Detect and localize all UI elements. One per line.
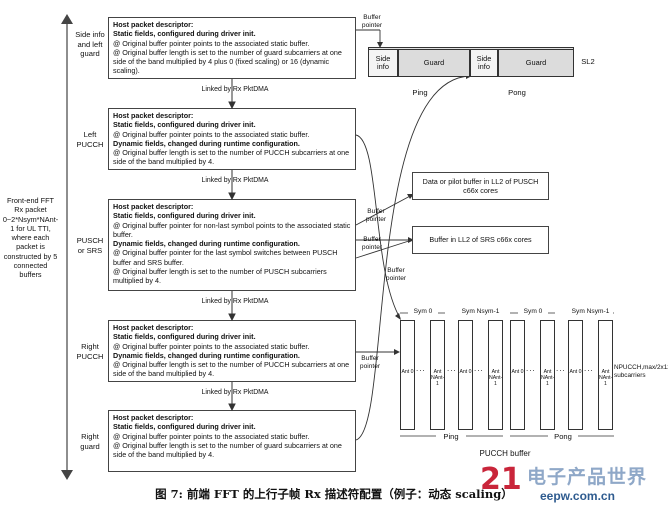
ll2-pusch-buffer-box: Data or pilot buffer in LL2 of PUSCH c66… — [412, 172, 549, 200]
pucch-pong-label: Pong — [548, 432, 578, 442]
buffer-pointer-label-pusch-3: Buffer pointer — [385, 267, 407, 282]
row-label-left-pucch: Left PUCCH — [76, 130, 104, 149]
descriptor-box-right-guard: Host packet descriptor: Static fields, c… — [108, 410, 356, 472]
sl2-cell-guard-pong: Guard — [498, 49, 574, 77]
ll2-srs-buffer-box: Buffer in LL2 of SRS c66x cores — [412, 226, 549, 254]
pucch-col-pong-symN-antN: Ant NAnt-1 — [598, 320, 613, 430]
pucch-ping-label: Ping — [436, 432, 466, 442]
front-end-fft-label: Front-end FFT Rx packet 0~2*Nsym*NAnt-1 … — [2, 196, 59, 280]
pucch-dots-4: ... — [526, 364, 536, 373]
watermark-number: 21 — [480, 462, 522, 497]
sl2-cell-side-info-ping: Side info — [368, 49, 398, 77]
pucch-dots-1: ... — [416, 364, 426, 373]
row-label-right-pucch: Right PUCCH — [76, 342, 104, 361]
pucch-col-ping-symN-antN: Ant NAnt-1 — [488, 320, 503, 430]
link-label-3: Linked by Rx PktDMA — [201, 298, 269, 305]
sl2-cell-side-info-pong: Side info — [470, 49, 498, 77]
pucch-subcarriers-label: NPUCCH,max/2x12 subcarriers — [614, 364, 668, 379]
sl2-ping-label: Ping — [412, 88, 428, 97]
pucch-col-pong-symN-ant0: Ant 0 — [568, 320, 583, 430]
watermark-sub: eepw.com.cn — [540, 489, 615, 503]
pucch-sym0-pong: Sym 0 — [518, 308, 548, 316]
buffer-pointer-label-pusch-2: Buffer pointer — [361, 236, 383, 251]
pucch-dots-6: ... — [584, 364, 594, 373]
row-label-right-guard: Right guard — [80, 432, 100, 451]
buffer-pointer-label-pusch-1: Buffer pointer — [365, 208, 387, 223]
row-label-side-info: Side info and left guard — [75, 30, 105, 58]
link-label-1: Linked by Rx PktDMA — [201, 86, 269, 93]
pucch-symN-ping: Sym Nsym-1 — [458, 308, 503, 316]
fft-packet-span-arrow — [61, 14, 73, 480]
pucch-col-ping-sym0-ant0: Ant 0 — [400, 320, 415, 430]
descriptor-box-pusch-srs: Host packet descriptor: Static fields, c… — [108, 199, 356, 291]
pucch-dots-2: ... — [447, 364, 457, 373]
pucch-col-pong-sym0-ant0: Ant 0 — [510, 320, 525, 430]
link-label-2: Linked by Rx PktDMA — [201, 177, 269, 184]
pucch-dots-5: ... — [556, 364, 566, 373]
pucch-symN-pong: Sym Nsym-1 — [568, 308, 613, 316]
pucch-sym0-ping: Sym 0 — [408, 308, 438, 316]
pucch-col-ping-symN-ant0: Ant 0 — [458, 320, 473, 430]
buffer-pointer-label-top: Buffer pointer — [361, 14, 383, 29]
buffer-pointer-label-right-pucch: Buffer pointer — [359, 355, 381, 370]
pucch-col-pong-sym0-antN: Ant NAnt-1 — [540, 320, 555, 430]
pucch-col-ping-sym0-antN: Ant NAnt-1 — [430, 320, 445, 430]
descriptor-box-left-pucch: Host packet descriptor: Static fields, c… — [108, 108, 356, 170]
watermark-main: 电子产品世界 — [527, 467, 648, 488]
row-label-pusch-srs: PUSCH or SRS — [76, 236, 104, 255]
link-label-4: Linked by Rx PktDMA — [201, 389, 269, 396]
pucch-buffer-caption: PUCCH buffer — [479, 449, 531, 458]
sl2-cell-guard-ping: Guard — [398, 49, 470, 77]
sl2-pong-label: Pong — [508, 88, 526, 97]
pucch-dots-3: ... — [474, 364, 484, 373]
figure-caption: 图 7: 前端 FFT 的上行子帧 Rx 描述符配置（例子：动态 scaling… — [155, 487, 513, 501]
descriptor-box-side-info: Host packet descriptor: Static fields, c… — [108, 17, 356, 79]
descriptor-box-right-pucch: Host packet descriptor: Static fields, c… — [108, 320, 356, 382]
sl2-label: SL2 — [581, 57, 595, 66]
